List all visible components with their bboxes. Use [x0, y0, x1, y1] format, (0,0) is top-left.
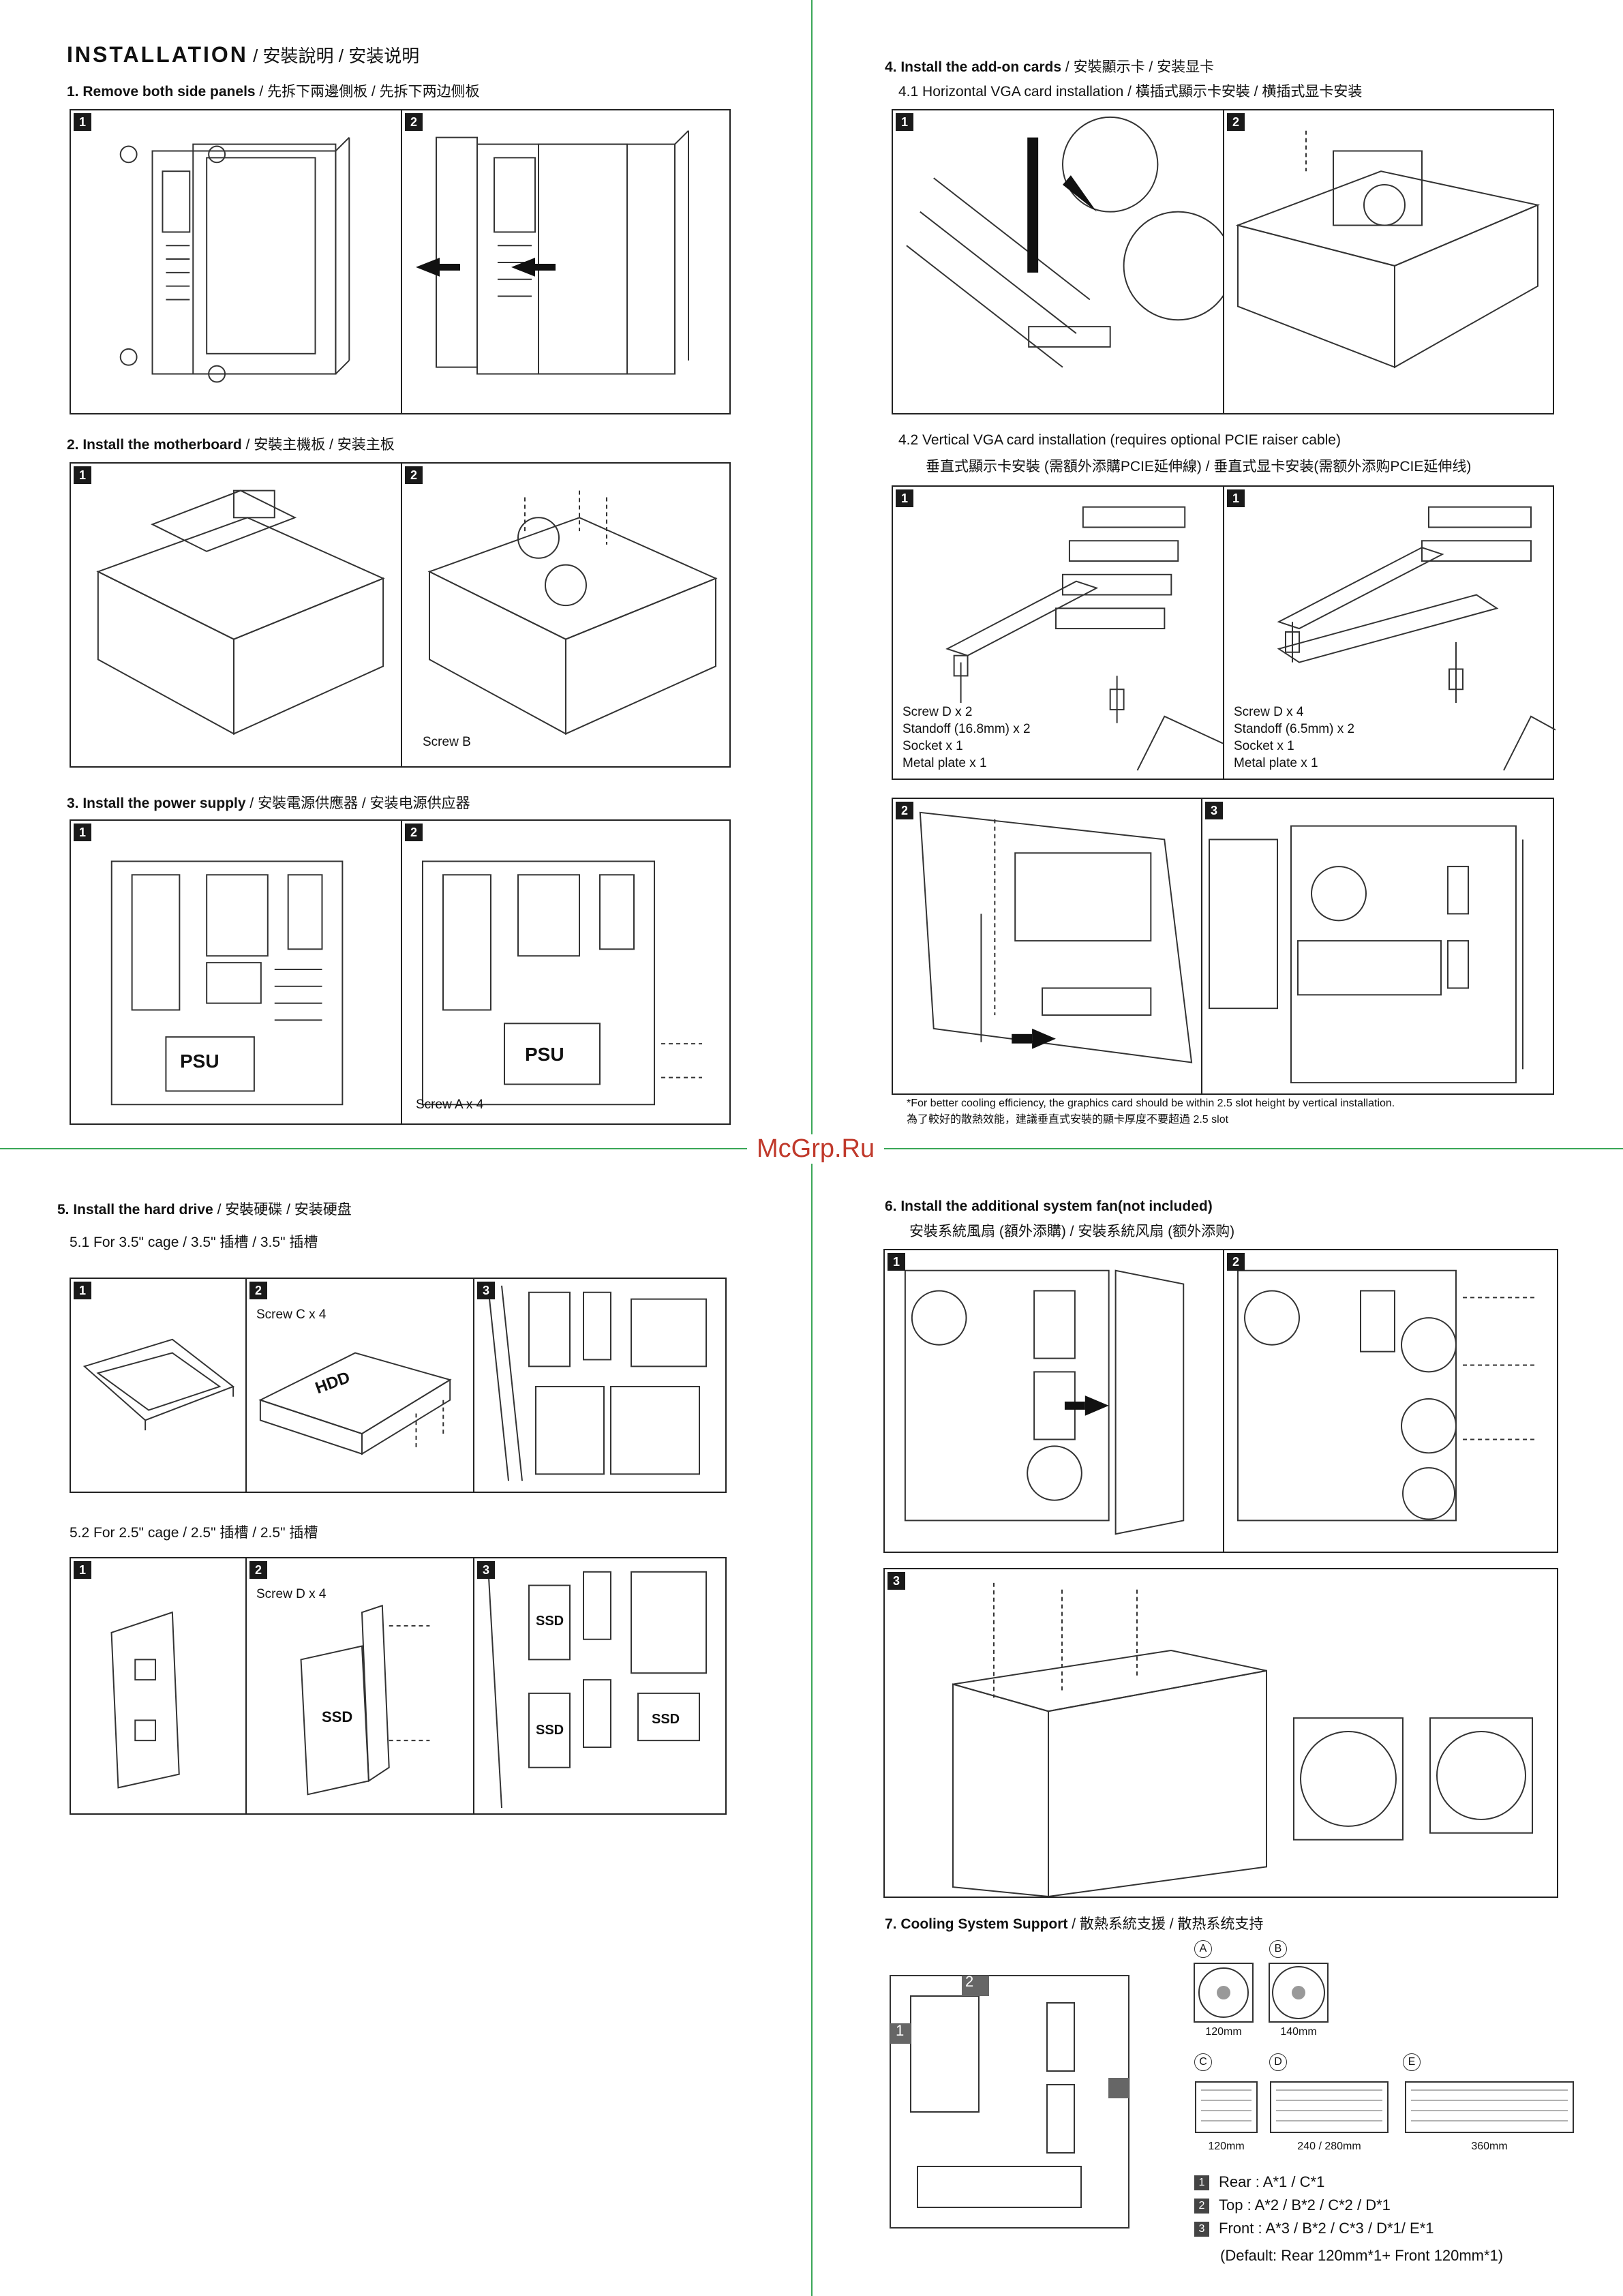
- fan-b-size: 140mm: [1280, 2026, 1317, 2038]
- section-1-figure: 1 2: [70, 109, 731, 414]
- radiator-c-marker: C: [1194, 2053, 1212, 2071]
- fan-type-a-marker: A: [1194, 1940, 1212, 1958]
- section-4-2-figure: 1 Screw D x 2 Standoff (16.8mm) x 2 Sock…: [892, 485, 1556, 780]
- zone-label-1: 1: [896, 2022, 905, 2039]
- section-4-1-figure: 1 2: [892, 109, 1554, 414]
- ssd-label-3: SSD: [536, 1723, 564, 1738]
- case-illustration: [119, 136, 350, 383]
- section-4-2-figure-b: 2 3: [892, 798, 1554, 1095]
- section-2-title: 2. Install the motherboard / 安裝主機板 / 安装主…: [67, 437, 395, 453]
- section-5-1-figure: 1 2 Screw C x 4 HDD 3: [70, 1278, 727, 1493]
- section-4-1-heading: 4.1 Horizontal VGA card installation / 橫…: [898, 84, 1363, 100]
- ssd-label-2: SSD: [536, 1614, 564, 1629]
- radiator-e-size: 360mm: [1471, 2141, 1508, 2152]
- fan-a-size: 120mm: [1205, 2026, 1242, 2038]
- screw-c-label: Screw C x 4: [256, 1308, 327, 1322]
- radiator-c-size: 120mm: [1208, 2141, 1245, 2152]
- watermark: McGrp.Ru: [747, 1134, 885, 1164]
- fan-b-icon: [1269, 1963, 1329, 2023]
- fan-a-icon: [1194, 1963, 1254, 2023]
- section-1-title: 1. Remove both side panels / 先拆下兩邊側板 / 先…: [67, 84, 480, 100]
- section-2-figure: 1 2 Screw B: [70, 462, 731, 768]
- page-title: INSTALLATION / 安裝說明 / 安装说明: [67, 42, 420, 67]
- section-5-2-heading: 5.2 For 2.5" cage / 2.5" 插槽 / 2.5" 插槽: [70, 1525, 318, 1541]
- radiator-d-icon: [1270, 2081, 1389, 2133]
- legend-default: (Default: Rear 120mm*1+ Front 120mm*1): [1220, 2247, 1504, 2264]
- section-3-figure: 1 PSU 2 PSU Screw A x 4: [70, 819, 731, 1125]
- vga-note-en: *For better cooling efficiency, the grap…: [907, 1098, 1395, 1109]
- step-panel-1: 1: [71, 110, 402, 413]
- section-6-figure-b: 3: [883, 1568, 1558, 1898]
- zone-label-2: 2: [965, 1973, 974, 1990]
- ssd-label-4: SSD: [652, 1712, 680, 1727]
- psu-label-2: PSU: [525, 1044, 564, 1065]
- section-5-title: 5. Install the hard drive / 安裝硬碟 / 安装硬盘: [57, 1202, 352, 1218]
- caption-vertical-2: Screw D x 4 Standoff (6.5mm) x 2 Socket …: [1234, 705, 1355, 770]
- vga-note-cjk: 為了較好的散熱效能，建議垂直式安裝的顯卡厚度不要超過 2.5 slot: [907, 1114, 1229, 1126]
- section-5-2-figure: 1 2 Screw D x 4 SSD 3 SSD SSD S: [70, 1557, 727, 1815]
- section-6-title: 6. Install the additional system fan(not…: [885, 1198, 1213, 1214]
- section-4-2-heading: 4.2 Vertical VGA card installation (requ…: [898, 432, 1341, 448]
- cooling-case-diagram: [890, 1975, 1129, 2229]
- radiator-d-size: 240 / 280mm: [1297, 2141, 1361, 2152]
- step-panel-2: 2: [402, 110, 732, 413]
- section-6-figure: 1 2: [883, 1249, 1558, 1553]
- section-7-title: 7. Cooling System Support / 散熱系統支援 / 散热系…: [885, 1916, 1264, 1932]
- radiator-e-icon: [1405, 2081, 1574, 2133]
- section-4-2-heading-cjk: 垂直式顯示卡安裝 (需額外添購PCIE延伸線) / 垂直式显卡安装(需额外添购P…: [926, 459, 1472, 474]
- zone-label-3: 3: [1140, 2079, 1149, 2096]
- section-4-title: 4. Install the add-on cards / 安裝顯示卡 / 安装…: [885, 59, 1215, 75]
- section-3-title: 3. Install the power supply / 安裝電源供應器 / …: [67, 796, 470, 811]
- radiator-c-icon: [1195, 2081, 1258, 2133]
- section-6-subtitle: 安裝系統風扇 (額外添購) / 安裝系統风扇 (额外添购): [909, 1224, 1235, 1239]
- screw-d-label: Screw D x 4: [256, 1587, 327, 1601]
- section-5-1-heading: 5.1 For 3.5" cage / 3.5" 插槽 / 3.5" 插槽: [70, 1235, 318, 1250]
- radiator-e-marker: E: [1403, 2053, 1421, 2071]
- screw-a-label: Screw A x 4: [416, 1098, 484, 1112]
- fan-type-b-marker: B: [1269, 1940, 1287, 1958]
- psu-label-1: PSU: [180, 1051, 219, 1072]
- ssd-label-1: SSD: [322, 1708, 353, 1725]
- radiator-d-marker: D: [1269, 2053, 1287, 2071]
- caption-vertical-1: Screw D x 2 Standoff (16.8mm) x 2 Socket…: [902, 705, 1031, 770]
- screw-b-label: Screw B: [423, 735, 471, 749]
